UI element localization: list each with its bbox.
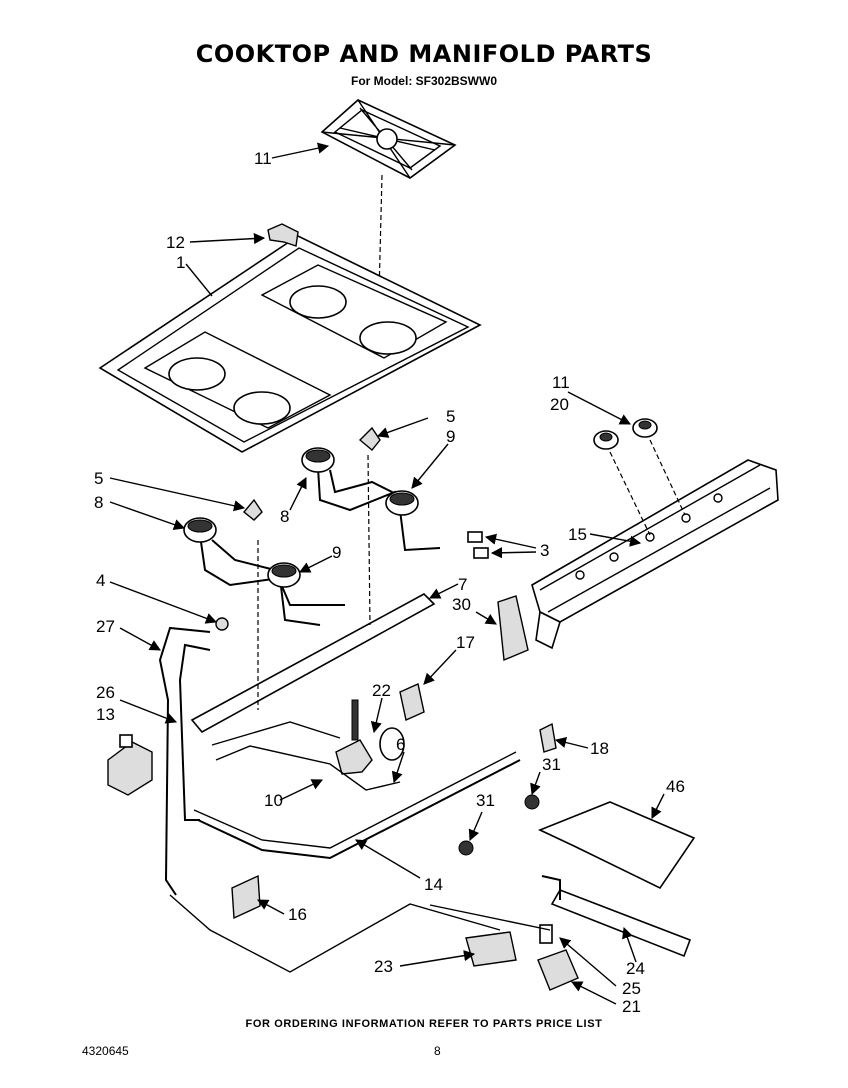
burner-grate: [320, 99, 457, 179]
callout-12: 12: [166, 233, 185, 252]
page-number: 8: [434, 1044, 441, 1058]
pipe-clip: [539, 722, 557, 753]
burner-assembly-left: [183, 517, 345, 626]
callout-18: 18: [590, 739, 609, 758]
callout-17: 16: [288, 905, 307, 924]
callout-8-left: 8: [94, 493, 103, 512]
pressure-regulator: [107, 734, 153, 796]
burner-support-bar: [190, 593, 436, 734]
callout-4: 4: [96, 571, 105, 590]
callout-27: 27: [96, 617, 115, 636]
burner-bracket-right: [358, 426, 381, 451]
callout-7: 7: [458, 575, 467, 594]
valve-knob-11: [632, 418, 658, 438]
gas-tube-26: [178, 643, 211, 821]
ordering-information-note: FOR ORDERING INFORMATION REFER TO PARTS …: [245, 1018, 603, 1030]
thermostat-stem: [351, 699, 359, 741]
orifice-fittings: [467, 531, 489, 559]
bracket-plate: [231, 874, 261, 920]
callout-25: 25: [622, 979, 641, 998]
oven-burner: [550, 889, 692, 958]
document-number: 4320645: [82, 1044, 129, 1058]
callout-5-left: 5: [94, 469, 103, 488]
callout-26: 26: [96, 683, 115, 702]
cooktop-bracket: [267, 223, 299, 247]
callout-15: 15: [568, 525, 587, 544]
thermostat-capillary: [379, 727, 405, 761]
callout-13: 13: [96, 705, 115, 724]
callout-1: 1: [176, 253, 185, 272]
callout-10: 10: [264, 791, 283, 810]
callout-3: 3: [540, 541, 549, 560]
callout-23: 23: [374, 957, 393, 976]
callout-14: 14: [424, 875, 443, 894]
callout-8-right: 8: [280, 507, 289, 526]
callout-21: 22: [372, 681, 391, 700]
dashed-guide-grate: [377, 174, 383, 336]
callout-32: 31: [542, 755, 561, 774]
page-title: COOKTOP AND MANIFOLD PARTS: [195, 40, 653, 68]
callout-24: 24: [626, 959, 645, 978]
nut-32: [524, 794, 540, 810]
model-subtitle: For Model: SF302BSWW0: [350, 74, 497, 88]
callout-5-right: 5: [446, 407, 455, 426]
heat-shield: [537, 801, 696, 890]
manifold-panel: [531, 459, 779, 650]
oven-valve: [537, 949, 579, 991]
side-bracket: [497, 595, 529, 662]
screw-4: [215, 617, 229, 631]
callout-6: 6: [396, 735, 405, 754]
callout-30: 30: [452, 595, 471, 614]
cooktop: [98, 235, 482, 453]
burner-bracket-left: [243, 498, 263, 521]
leader-lines: [109, 142, 665, 1005]
callout-31: 31: [476, 791, 495, 810]
callout-22: 21: [622, 997, 641, 1016]
callout-2: 11: [254, 149, 272, 168]
gas-tube-27: [158, 626, 211, 896]
manifold-tubing-10: [215, 745, 401, 791]
oven-switch: [399, 683, 425, 721]
callout-9-right: 9: [446, 427, 455, 446]
callout-11: 11: [552, 373, 570, 392]
callout-20: 20: [550, 395, 569, 414]
manifold-pipe: [197, 759, 521, 860]
callout-9-left: 9: [332, 543, 341, 562]
nut-31: [458, 840, 474, 856]
callout-46: 46: [666, 777, 685, 796]
valve-knob-20: [593, 430, 619, 450]
oven-thermostat: [335, 739, 373, 775]
burner-assembly-right: [301, 447, 441, 552]
callout-labels: 11 12 1 11 20 5 9 5 8 8 15 3 9 4 7 30 27…: [94, 149, 685, 1016]
igniter: [465, 931, 517, 967]
callout-16: 17: [456, 633, 475, 652]
